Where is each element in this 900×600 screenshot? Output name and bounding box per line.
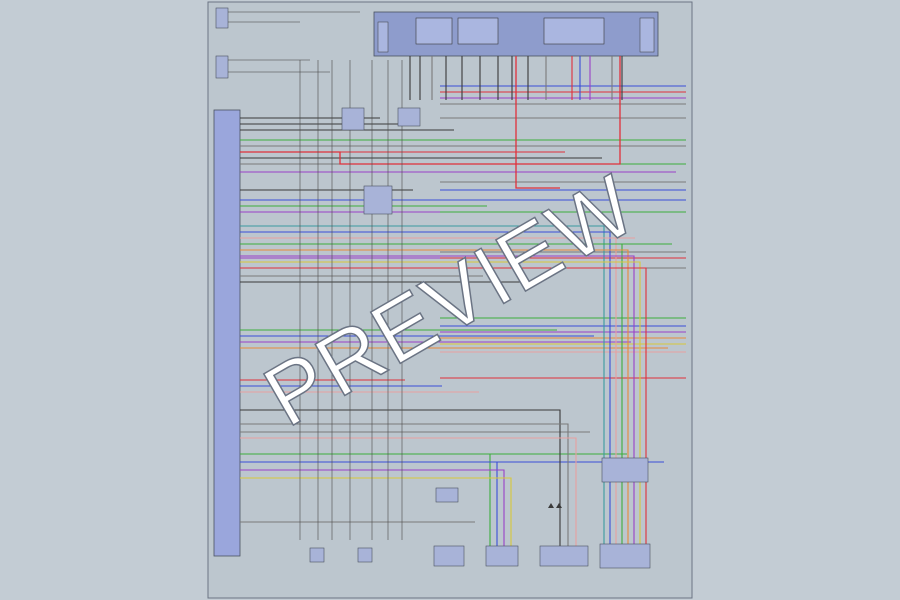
wire-bundle (240, 261, 641, 458)
wire-to-conn-b (240, 453, 491, 546)
wire-to-conn-b (240, 469, 505, 546)
wire-to-tcm (240, 437, 577, 546)
wire-bundle (240, 249, 629, 458)
mid-connector-1 (341, 107, 365, 131)
wire-bundle (240, 237, 617, 458)
wire-red-branch (515, 56, 560, 189)
mid-connector-2 (397, 107, 421, 127)
wire-red-loop (240, 56, 621, 165)
bottom-component-2 (357, 547, 373, 563)
top-left-connector-2 (215, 55, 330, 79)
bottom-component-1 (309, 547, 325, 563)
transmission-control-module (539, 503, 589, 567)
right-junction-connector (601, 457, 649, 483)
top-left-connector-1 (215, 7, 360, 29)
bottom-connector-b (485, 545, 519, 567)
mid-junction-block (363, 185, 393, 215)
position-sensor-module (599, 543, 651, 569)
bottom-connector-a (433, 487, 465, 567)
wire-bundle (240, 267, 647, 458)
wire-to-tcm (240, 409, 561, 546)
wire-to-conn-b (240, 461, 498, 546)
wire-bundle (240, 225, 605, 458)
relay-module (373, 11, 659, 57)
wire-harness (240, 56, 686, 546)
wire-to-conn-b (240, 477, 512, 546)
wire-bundle (240, 255, 635, 458)
ecm-connector-bar (213, 109, 241, 557)
wire-bundle (240, 231, 611, 458)
wire-to-tcm (240, 423, 569, 546)
wire-bundle (240, 243, 623, 458)
